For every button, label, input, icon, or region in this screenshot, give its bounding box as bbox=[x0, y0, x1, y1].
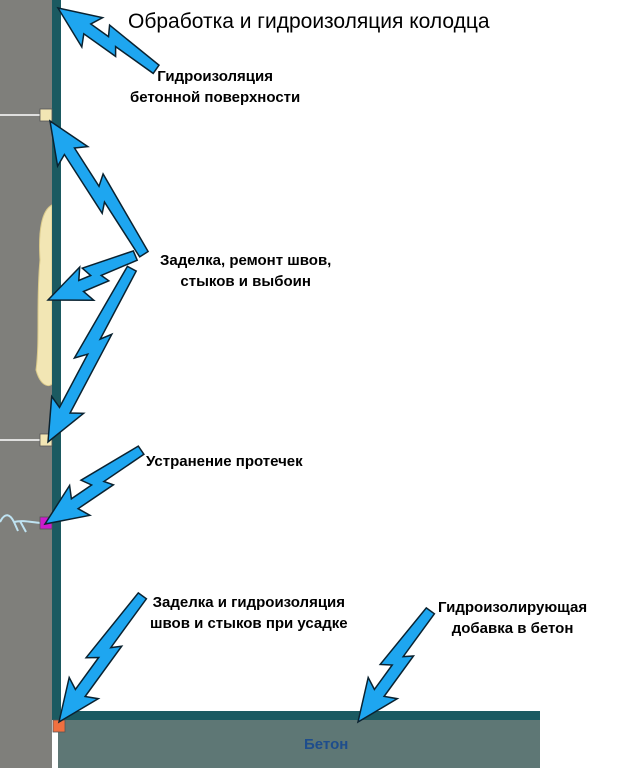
label-line: Гидроизолирующая bbox=[438, 599, 588, 616]
label-concrete-additive: Гидроизолирующая добавка в бетон bbox=[438, 597, 587, 639]
label-line: швов и стыков при усадке bbox=[150, 615, 348, 632]
lightning-arrow-icon bbox=[48, 119, 150, 258]
label-line: стыков и выбоин bbox=[180, 273, 311, 290]
label-surface-waterproofing: Гидроизоляция бетонной поверхности bbox=[130, 66, 300, 108]
floor-gap bbox=[52, 728, 57, 768]
lightning-arrow-icon bbox=[56, 6, 161, 75]
seam-marker bbox=[39, 108, 53, 122]
repair-patch bbox=[35, 204, 53, 387]
page-title: Обработка и гидроизоляция колодца bbox=[128, 10, 490, 33]
label-line: добавка в бетон bbox=[451, 620, 574, 637]
label-line: Гидроизоляция bbox=[157, 68, 273, 85]
crack-icon bbox=[0, 514, 41, 533]
label-line: бетонной поверхности bbox=[130, 89, 301, 106]
lightning-arrow-icon bbox=[57, 591, 148, 724]
horizontal-membrane bbox=[55, 711, 540, 720]
label-seam-repair: Заделка, ремонт швов, стыков и выбоин bbox=[160, 250, 331, 292]
label-leak-repair: Устранение протечек bbox=[146, 453, 303, 470]
vertical-membrane bbox=[52, 0, 61, 720]
lightning-arrow-icon bbox=[46, 249, 139, 301]
lightning-arrow-icon bbox=[356, 606, 436, 724]
lightning-arrow-icon bbox=[47, 265, 138, 444]
label-line: Заделка и гидроизоляция bbox=[152, 594, 346, 611]
arrows bbox=[43, 6, 436, 724]
lightning-arrow-icon bbox=[43, 445, 145, 526]
concrete-label: Бетон bbox=[304, 736, 349, 753]
label-line: Заделка, ремонт швов, bbox=[160, 252, 332, 269]
label-shrinkage-joints: Заделка и гидроизоляция швов и стыков при… bbox=[150, 592, 348, 634]
floor-slab bbox=[58, 720, 540, 768]
